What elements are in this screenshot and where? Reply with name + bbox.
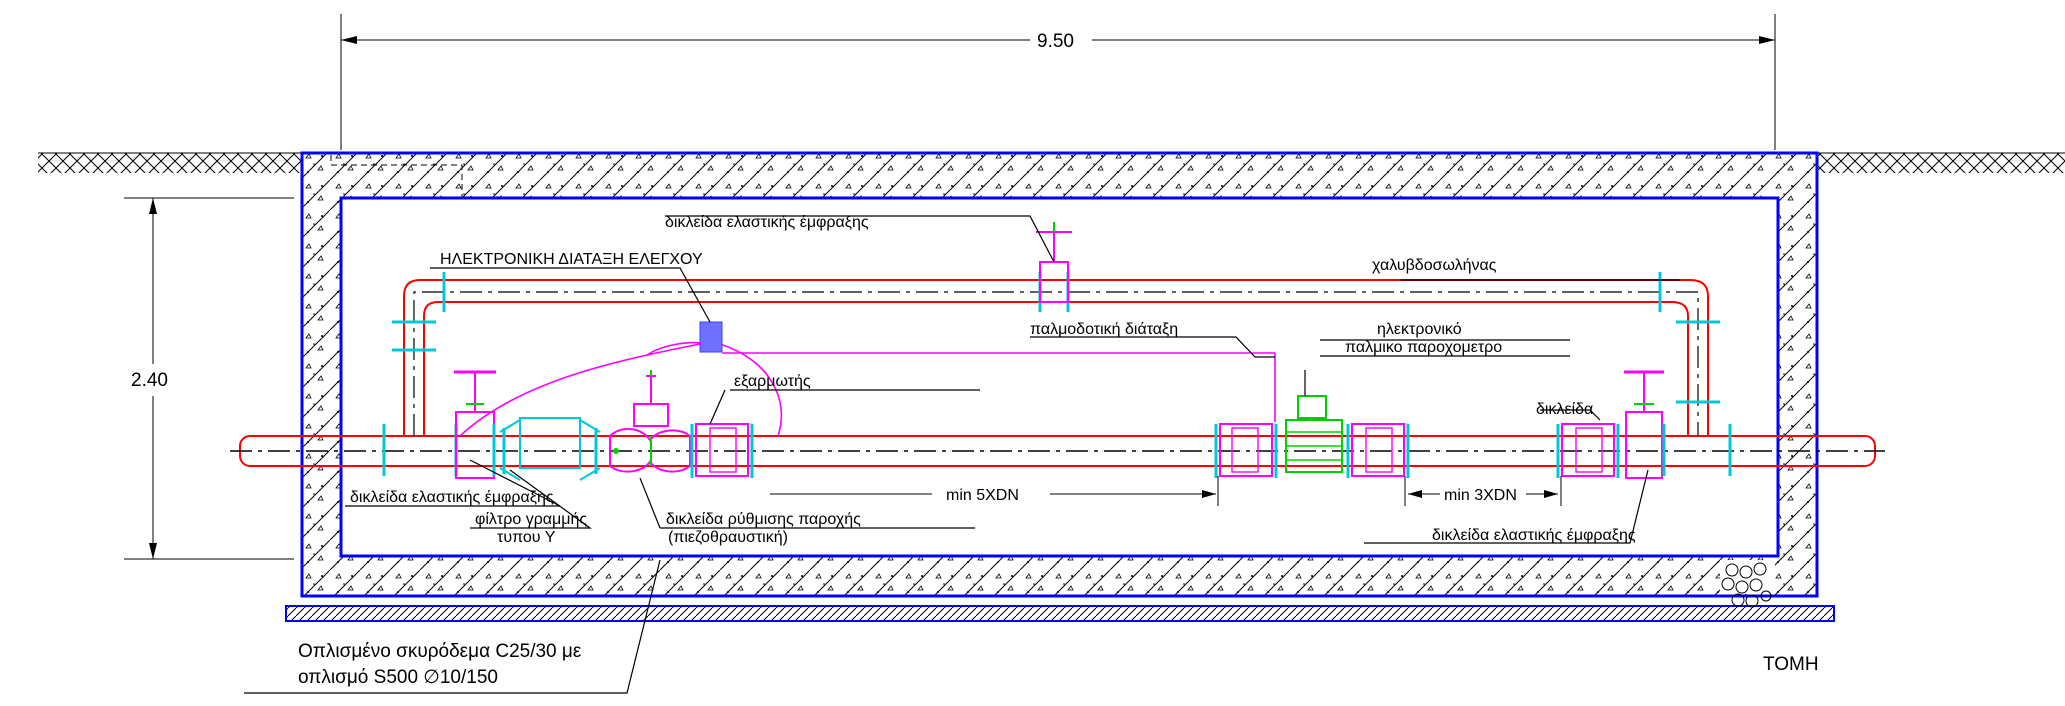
flow-meter <box>1285 395 1343 473</box>
label-regulator-line1: δικλείδα ρύθμισης παροχής <box>666 511 861 528</box>
section-title: ΤΟΜΗ <box>1763 654 1819 675</box>
label-filter-line2: τυπου Υ <box>497 529 556 546</box>
leader-lines <box>244 215 1680 694</box>
label-meter-line1: ηλεκτρονικό <box>1377 321 1462 338</box>
concrete-note-line1: Οπλισμένο σκυρόδεμα C25/30 με <box>298 641 582 662</box>
concrete-note: Οπλισμένο σκυρόδεμα C25/30 με οπλισμό S5… <box>298 641 582 688</box>
label-valve-right-bottom: δικλείδα ελαστικής έμφραξης <box>1432 527 1636 544</box>
dismantling-joint-left <box>690 423 754 478</box>
bypass-pipe <box>392 222 1720 436</box>
label-pulse-device: παλμοδοτική διάταξη <box>1030 321 1178 338</box>
dimension-length: 9.50 <box>340 14 1776 150</box>
label-min3: min 3XDN <box>1444 487 1517 504</box>
dimension-length-value: 9.50 <box>1037 31 1074 52</box>
main-pipe <box>230 435 1885 467</box>
label-regulator-line2: (πιεζοθραυστική) <box>668 529 788 546</box>
right-gate-valve <box>1624 370 1666 479</box>
concrete-chamber <box>285 151 1835 622</box>
label-filter-line1: φίλτρο γραμμής <box>475 511 587 528</box>
dismantling-joint-center-right <box>1346 423 1410 478</box>
y-strainer <box>499 417 601 481</box>
left-gate-valve <box>454 370 496 479</box>
pressure-reducing-valve <box>609 370 691 473</box>
label-valve-left-bottom: δικλείδα ελαστικής έμφραξης <box>350 489 554 506</box>
dimension-height: 2.40 <box>124 197 294 560</box>
min-3xdn-dimension <box>1404 476 1562 506</box>
dismantling-joint-center-left <box>1214 423 1278 478</box>
label-steel-pipe: χαλυβδοσωλήνας <box>1372 257 1497 274</box>
label-vent: εξαρμωτής <box>734 373 811 390</box>
concrete-note-line2: οπλισμό S500 ∅10/150 <box>298 667 498 688</box>
min-5xdn-dimension <box>770 476 1219 506</box>
label-control-device: ΗΛΕΚΤΡΟΝΙΚΗ ΔΙΑΤΑΞΗ ΕΛΕΓΧΟΥ <box>440 251 703 268</box>
label-min5: min 5XDN <box>946 487 1019 504</box>
dimension-height-value: 2.40 <box>131 370 168 391</box>
component-labels: δικλείδα ελαστικής έμφραξης ΗΛΕΚΤΡΟΝΙΚΗ … <box>350 214 1636 546</box>
label-valve-right: δικλείδα <box>1536 401 1593 418</box>
label-meter-line2: παλμικο παροχομετρο <box>1345 339 1502 356</box>
gravel-drain <box>1721 562 1772 608</box>
control-device-box <box>699 321 723 353</box>
dismantling-joint-right <box>1556 423 1620 478</box>
label-valve-top: δικλείδα ελαστικής έμφραξης <box>665 214 869 231</box>
